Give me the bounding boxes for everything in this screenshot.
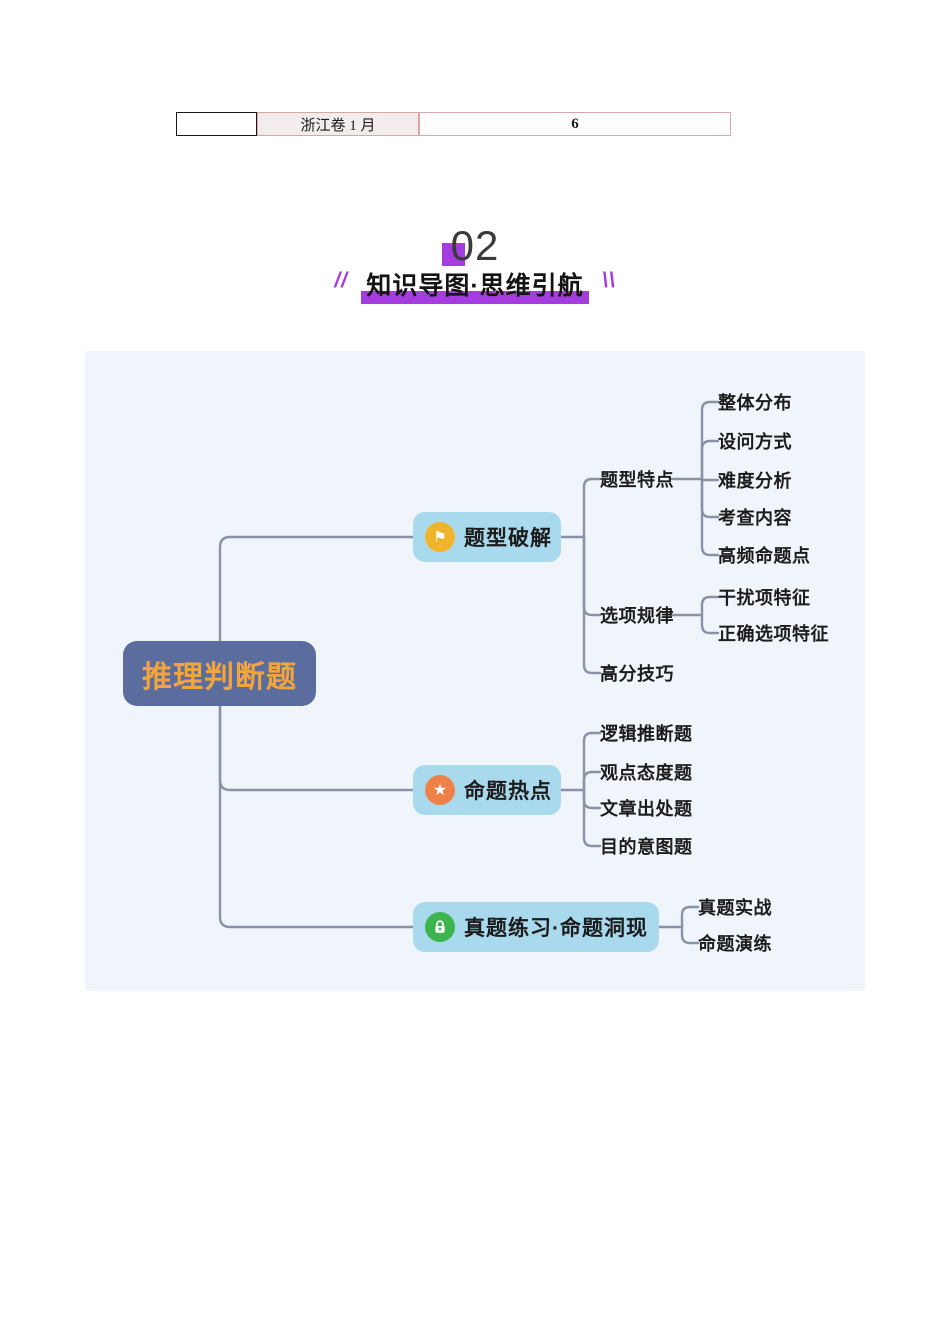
lock-icon	[425, 912, 455, 942]
label-article-source[interactable]: 文章出处题	[600, 799, 693, 819]
branch-label: 题型破解	[464, 527, 552, 550]
section-title-text: 知识导图·思维引航	[366, 272, 584, 300]
label-overall-distribution[interactable]: 整体分布	[718, 393, 792, 413]
score-table-cell-count: 6	[419, 112, 731, 136]
label-logical-inference[interactable]: 逻辑推断题	[600, 724, 693, 744]
label-scoring-skills[interactable]: 高分技巧	[600, 664, 674, 684]
score-table-cell-empty	[176, 112, 257, 136]
slash-deco-left: //	[334, 269, 348, 292]
label-examined-content[interactable]: 考查内容	[718, 508, 792, 528]
branch-label: 真题练习·命题洞现	[464, 917, 648, 940]
label-question-style[interactable]: 设问方式	[718, 432, 792, 452]
branch-node-practice[interactable]: 真题练习·命题洞现	[413, 902, 659, 952]
star-icon: ★	[425, 775, 455, 805]
label-correct-option-features[interactable]: 正确选项特征	[718, 624, 829, 644]
label-difficulty-analysis[interactable]: 难度分析	[718, 471, 792, 491]
branch-node-hot-topics[interactable]: ★ 命题热点	[413, 765, 561, 815]
score-table-cell-exam: 浙江卷 1 月	[257, 112, 419, 136]
branch-label: 命题热点	[464, 780, 552, 803]
label-proposition-drill[interactable]: 命题演练	[698, 934, 772, 954]
branch-node-question-type[interactable]: ⚑ 题型破解	[413, 512, 561, 562]
label-question-features[interactable]: 题型特点	[600, 470, 674, 490]
label-high-frequency-points[interactable]: 高频命题点	[718, 546, 811, 566]
section-number: 02	[0, 222, 950, 270]
mindmap-panel: 推理判断题 ⚑ 题型破解 ★ 命题热点 真题练习·命题洞现 题型特点 选项规律 …	[85, 351, 865, 991]
label-purpose-intent[interactable]: 目的意图题	[600, 837, 693, 857]
label-viewpoint-attitude[interactable]: 观点态度题	[600, 763, 693, 783]
number-accent-square	[441, 243, 465, 266]
label-distractor-features[interactable]: 干扰项特征	[718, 588, 811, 608]
slash-deco-right: \\	[601, 269, 616, 292]
title-underline-bar	[361, 291, 589, 304]
section-number-text: 02	[450, 222, 500, 269]
label-option-rules[interactable]: 选项规律	[600, 606, 674, 626]
flag-icon: ⚑	[425, 522, 455, 552]
section-title: // 知识导图·思维引航 \\	[0, 266, 950, 304]
label-real-exam-practice[interactable]: 真题实战	[698, 898, 772, 918]
mindmap-root-node[interactable]: 推理判断题	[123, 641, 316, 706]
mindmap-connector-lines	[218, 400, 720, 945]
